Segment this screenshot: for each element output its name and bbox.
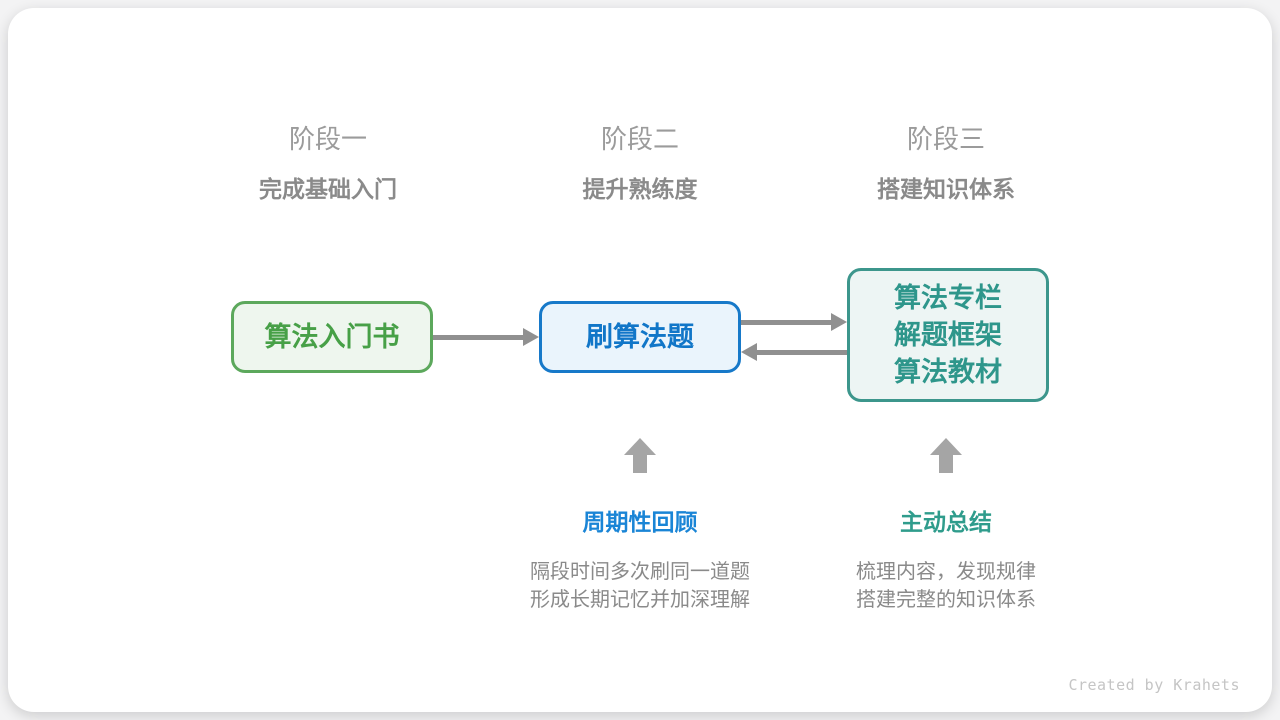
annotation-review-line-2: 形成长期记忆并加深理解 [530,589,750,611]
node-intro-book-label: 算法入门书 [264,321,400,352]
up-arrow-head [930,438,962,455]
arrow-right-icon [523,328,539,346]
stage-column-3: 阶段三 搭建知识体系 [786,124,1106,203]
arrow-shaft [755,349,847,355]
annotation-summary-description: 梳理内容，发现规律 搭建完整的知识体系 [776,558,1116,614]
annotation-review-line-1: 隔段时间多次刷同一道题 [530,561,750,583]
stage-column-2: 阶段二 提升熟练度 [480,124,800,203]
stage-column-1: 阶段一 完成基础入门 [168,124,488,203]
credit-text: Created by Krahets [1068,676,1240,694]
arrow-intro-to-practice [433,327,539,347]
arrow-shaft [741,319,833,325]
annotation-summary-line-1: 梳理内容，发现规律 [856,561,1036,583]
arrow-practice-to-system [741,312,847,332]
node-knowledge-resources: 算法专栏 解题框架 算法教材 [847,268,1049,402]
stage-2-label: 阶段二 [600,124,679,154]
up-arrow-summary-icon [930,438,962,473]
annotation-summary-title: 主动总结 [900,509,992,535]
node-practice-problems: 刷算法题 [539,301,741,373]
arrow-right-icon [831,313,847,331]
up-arrow-head [624,438,656,455]
node-practice-problems-label: 刷算法题 [586,321,694,352]
arrow-shaft [433,334,525,340]
stage-2-subtitle: 提升熟练度 [582,176,698,202]
up-arrow-stem [939,455,953,473]
annotation-active-summary: 主动总结 梳理内容，发现规律 搭建完整的知识体系 [776,508,1116,614]
annotation-summary-line-2: 搭建完整的知识体系 [856,589,1036,611]
annotation-review-title: 周期性回顾 [582,509,698,535]
stage-1-subtitle: 完成基础入门 [259,176,397,202]
arrow-system-to-practice [741,342,847,362]
annotation-periodic-review: 周期性回顾 隔段时间多次刷同一道题 形成长期记忆并加深理解 [470,508,810,614]
node-resource-line-1: 算法专栏 [894,282,1002,313]
node-resource-line-2: 解题框架 [894,319,1002,350]
up-arrow-stem [633,455,647,473]
stage-1-label: 阶段一 [288,124,367,154]
stage-3-subtitle: 搭建知识体系 [877,176,1015,202]
node-intro-book: 算法入门书 [231,301,433,373]
stage-3-label: 阶段三 [906,124,985,154]
annotation-review-description: 隔段时间多次刷同一道题 形成长期记忆并加深理解 [470,558,810,614]
up-arrow-review-icon [624,438,656,473]
node-resource-line-3: 算法教材 [894,356,1002,387]
arrow-left-icon [741,343,757,361]
